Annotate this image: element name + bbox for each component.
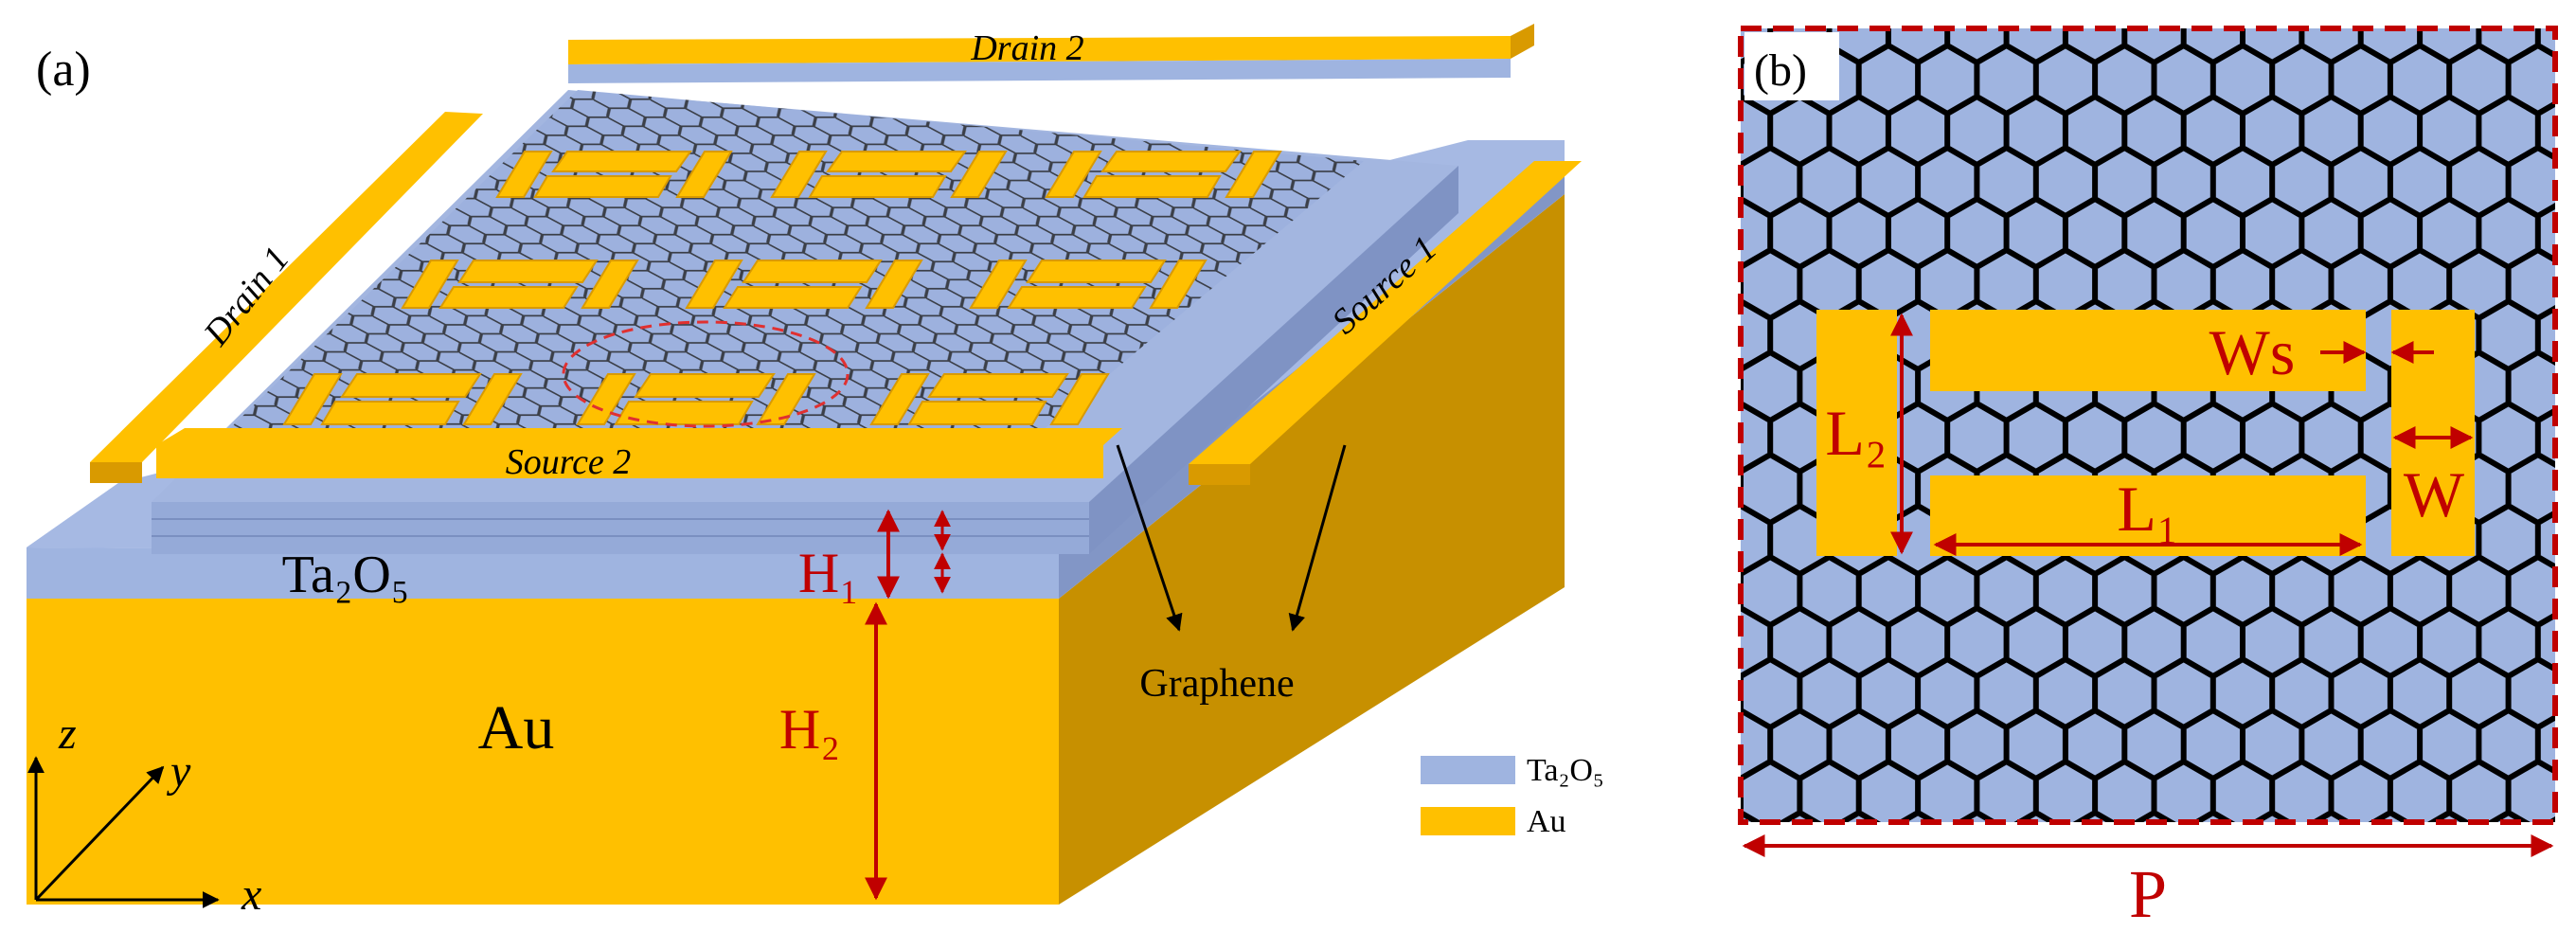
drain-2-dielectric (568, 59, 1511, 83)
ta2o5-slab-front (27, 547, 1059, 599)
resonator-right-0-0 (675, 151, 733, 198)
resonator-left-0-2 (1045, 151, 1102, 198)
resonator-right-1-2 (1149, 260, 1208, 309)
resonator-bottom-1-1 (723, 286, 863, 309)
resonator-bottom-0-2 (1082, 175, 1222, 198)
au-layer-label: Au (478, 693, 555, 762)
graphene-arrow-1 (1116, 444, 1183, 632)
resonator-top-bar (1930, 310, 2366, 391)
panel-b: L₂ L₁ Ws W P (b) (1738, 26, 2558, 932)
legend-swatch-ta2o5 (1421, 756, 1515, 784)
resonator-top-1-1 (742, 260, 883, 283)
legend-label-ta2o5: Ta₂O₅ (1527, 753, 1604, 788)
resonator-bottom-1-0 (438, 286, 579, 309)
legend: Ta₂O₅ Au (1421, 753, 1604, 839)
resonator-top-2-2 (927, 373, 1069, 398)
unit-cell-array (282, 151, 1282, 425)
source-2-front (156, 445, 1103, 478)
coordinate-axes (27, 756, 220, 908)
resonator-left-1-0 (401, 260, 459, 309)
resonator-top-0-0 (551, 151, 692, 172)
resonator-bottom-2-2 (907, 401, 1047, 425)
resonator-top-1-2 (1026, 260, 1167, 283)
drain-2-electrode (568, 36, 1511, 64)
resonator-right-2-1 (756, 373, 816, 425)
source-2-label: Source 2 (506, 442, 632, 482)
resonator-left-0-1 (770, 151, 828, 198)
panel-a-label: (a) (36, 43, 91, 97)
p-label: P (2129, 856, 2167, 932)
platform-front (152, 502, 1089, 554)
l2-label: L₂ (1825, 397, 1887, 469)
au-block-side (1059, 194, 1565, 905)
panel-b-label: (b) (1754, 45, 1807, 96)
resonator-right-2-2 (1049, 373, 1110, 425)
graphene-arrow-2 (1288, 444, 1347, 632)
resonator-left-1-1 (685, 260, 743, 309)
resonator-left-2-2 (869, 373, 930, 425)
source-1-electrode (1189, 161, 1582, 464)
resonator-right-1-1 (865, 260, 923, 309)
panel-b-label-bg (1744, 32, 1839, 100)
resonator-right-0-2 (1225, 151, 1282, 198)
resonator-left-bar (1816, 310, 1897, 556)
w-label: W (2404, 458, 2465, 530)
resonator-right-0-1 (950, 151, 1008, 198)
h2-label: H₂ (779, 698, 840, 761)
resonator-top-1-0 (457, 260, 599, 283)
axis-y-label: y (166, 746, 191, 797)
resonator-bottom-0-1 (808, 175, 947, 198)
panel-a: Drain 2 Drain 1 Source 1 Source 2 (a) Ta… (27, 24, 1604, 920)
resonator-left-0-0 (495, 151, 553, 198)
resonator-right-1-0 (581, 260, 639, 309)
resonator-bottom-1-2 (1007, 286, 1147, 309)
au-block-front (27, 599, 1059, 905)
drain-2-label: Drain 2 (970, 28, 1083, 68)
axis-x-label: x (241, 869, 261, 920)
h1-label: H₁ (798, 542, 859, 604)
axis-z-label: z (58, 708, 77, 759)
resonator-top-2-1 (634, 373, 776, 398)
resonator-left-2-0 (282, 373, 343, 425)
resonator-bottom-2-1 (614, 401, 754, 425)
resonator-top-2-0 (340, 373, 482, 398)
graphene-label: Graphene (1139, 662, 1294, 706)
resonator-left-2-1 (576, 373, 636, 425)
l1-label: L₁ (2117, 473, 2178, 545)
unit-cell-highlight (562, 320, 850, 428)
source-1-front (1189, 464, 1250, 485)
resonator-left-1-2 (969, 260, 1028, 309)
legend-swatch-au (1421, 807, 1515, 835)
resonator-top-0-2 (1100, 151, 1242, 172)
ta2o5-layer-label: Ta₂O₅ (282, 546, 410, 604)
ws-label: Ws (2209, 316, 2296, 388)
legend-label-au: Au (1527, 804, 1566, 839)
drain-2-side (1511, 24, 1534, 59)
resonator-top-0-1 (826, 151, 967, 172)
resonator-bottom-0-0 (533, 175, 672, 198)
drain-1-electrode (90, 112, 483, 462)
resonator-bottom-2-0 (320, 401, 460, 425)
drain-1-front (90, 462, 142, 483)
resonator-right-2-0 (462, 373, 523, 425)
source-2-electrode (156, 428, 1122, 445)
unit-cell-boundary (1738, 26, 2558, 825)
platform-side (1089, 166, 1458, 554)
